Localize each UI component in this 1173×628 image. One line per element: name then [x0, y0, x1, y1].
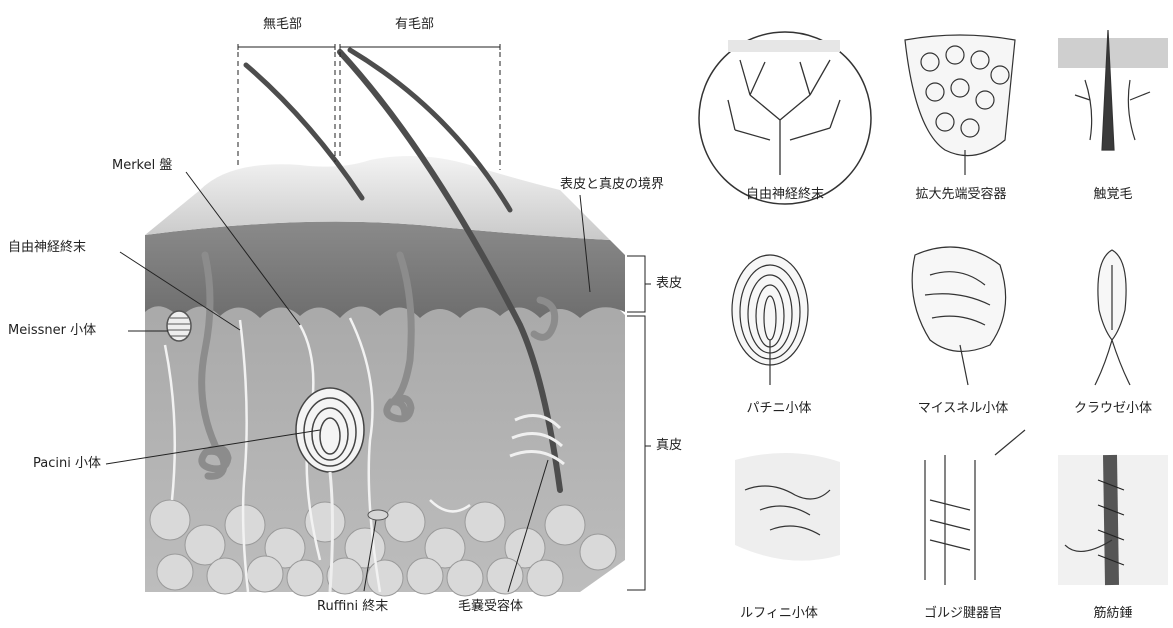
- caption-free-nerve-ending: 自由神経終末: [710, 183, 860, 202]
- krause-end-bulb-illustration: [1095, 250, 1130, 385]
- golgi-tendon-organ-illustration: [925, 430, 1025, 585]
- caption-golgi-tendon-organ: ゴルジ腱器官: [888, 602, 1038, 621]
- expanded-tip-receptor-illustration: [905, 35, 1015, 175]
- caption-tactile-hair: 触覚毛: [1038, 183, 1173, 202]
- caption-expanded-tip-receptor: 拡大先端受容器: [886, 183, 1036, 202]
- muscle-spindle-illustration: [1058, 455, 1168, 585]
- caption-muscle-spindle: 筋紡錘: [1038, 602, 1173, 621]
- pacinian-corpuscle-illustration: [732, 255, 808, 385]
- highlight-circle: [699, 32, 871, 204]
- ruffini-corpuscle-illustration: [735, 453, 840, 561]
- caption-krause-bulb: クラウゼ小体: [1038, 397, 1173, 416]
- free-nerve-ending-illustration: [728, 40, 840, 175]
- meissner-corpuscle-illustration: [912, 247, 1005, 385]
- caption-ruffini-corpuscle: ルフィニ小体: [704, 602, 854, 621]
- tactile-hair-illustration: [1058, 30, 1168, 150]
- caption-pacinian-corpuscle: パチニ小体: [704, 397, 854, 416]
- caption-meissner-corpuscle: マイスネル小体: [888, 397, 1038, 416]
